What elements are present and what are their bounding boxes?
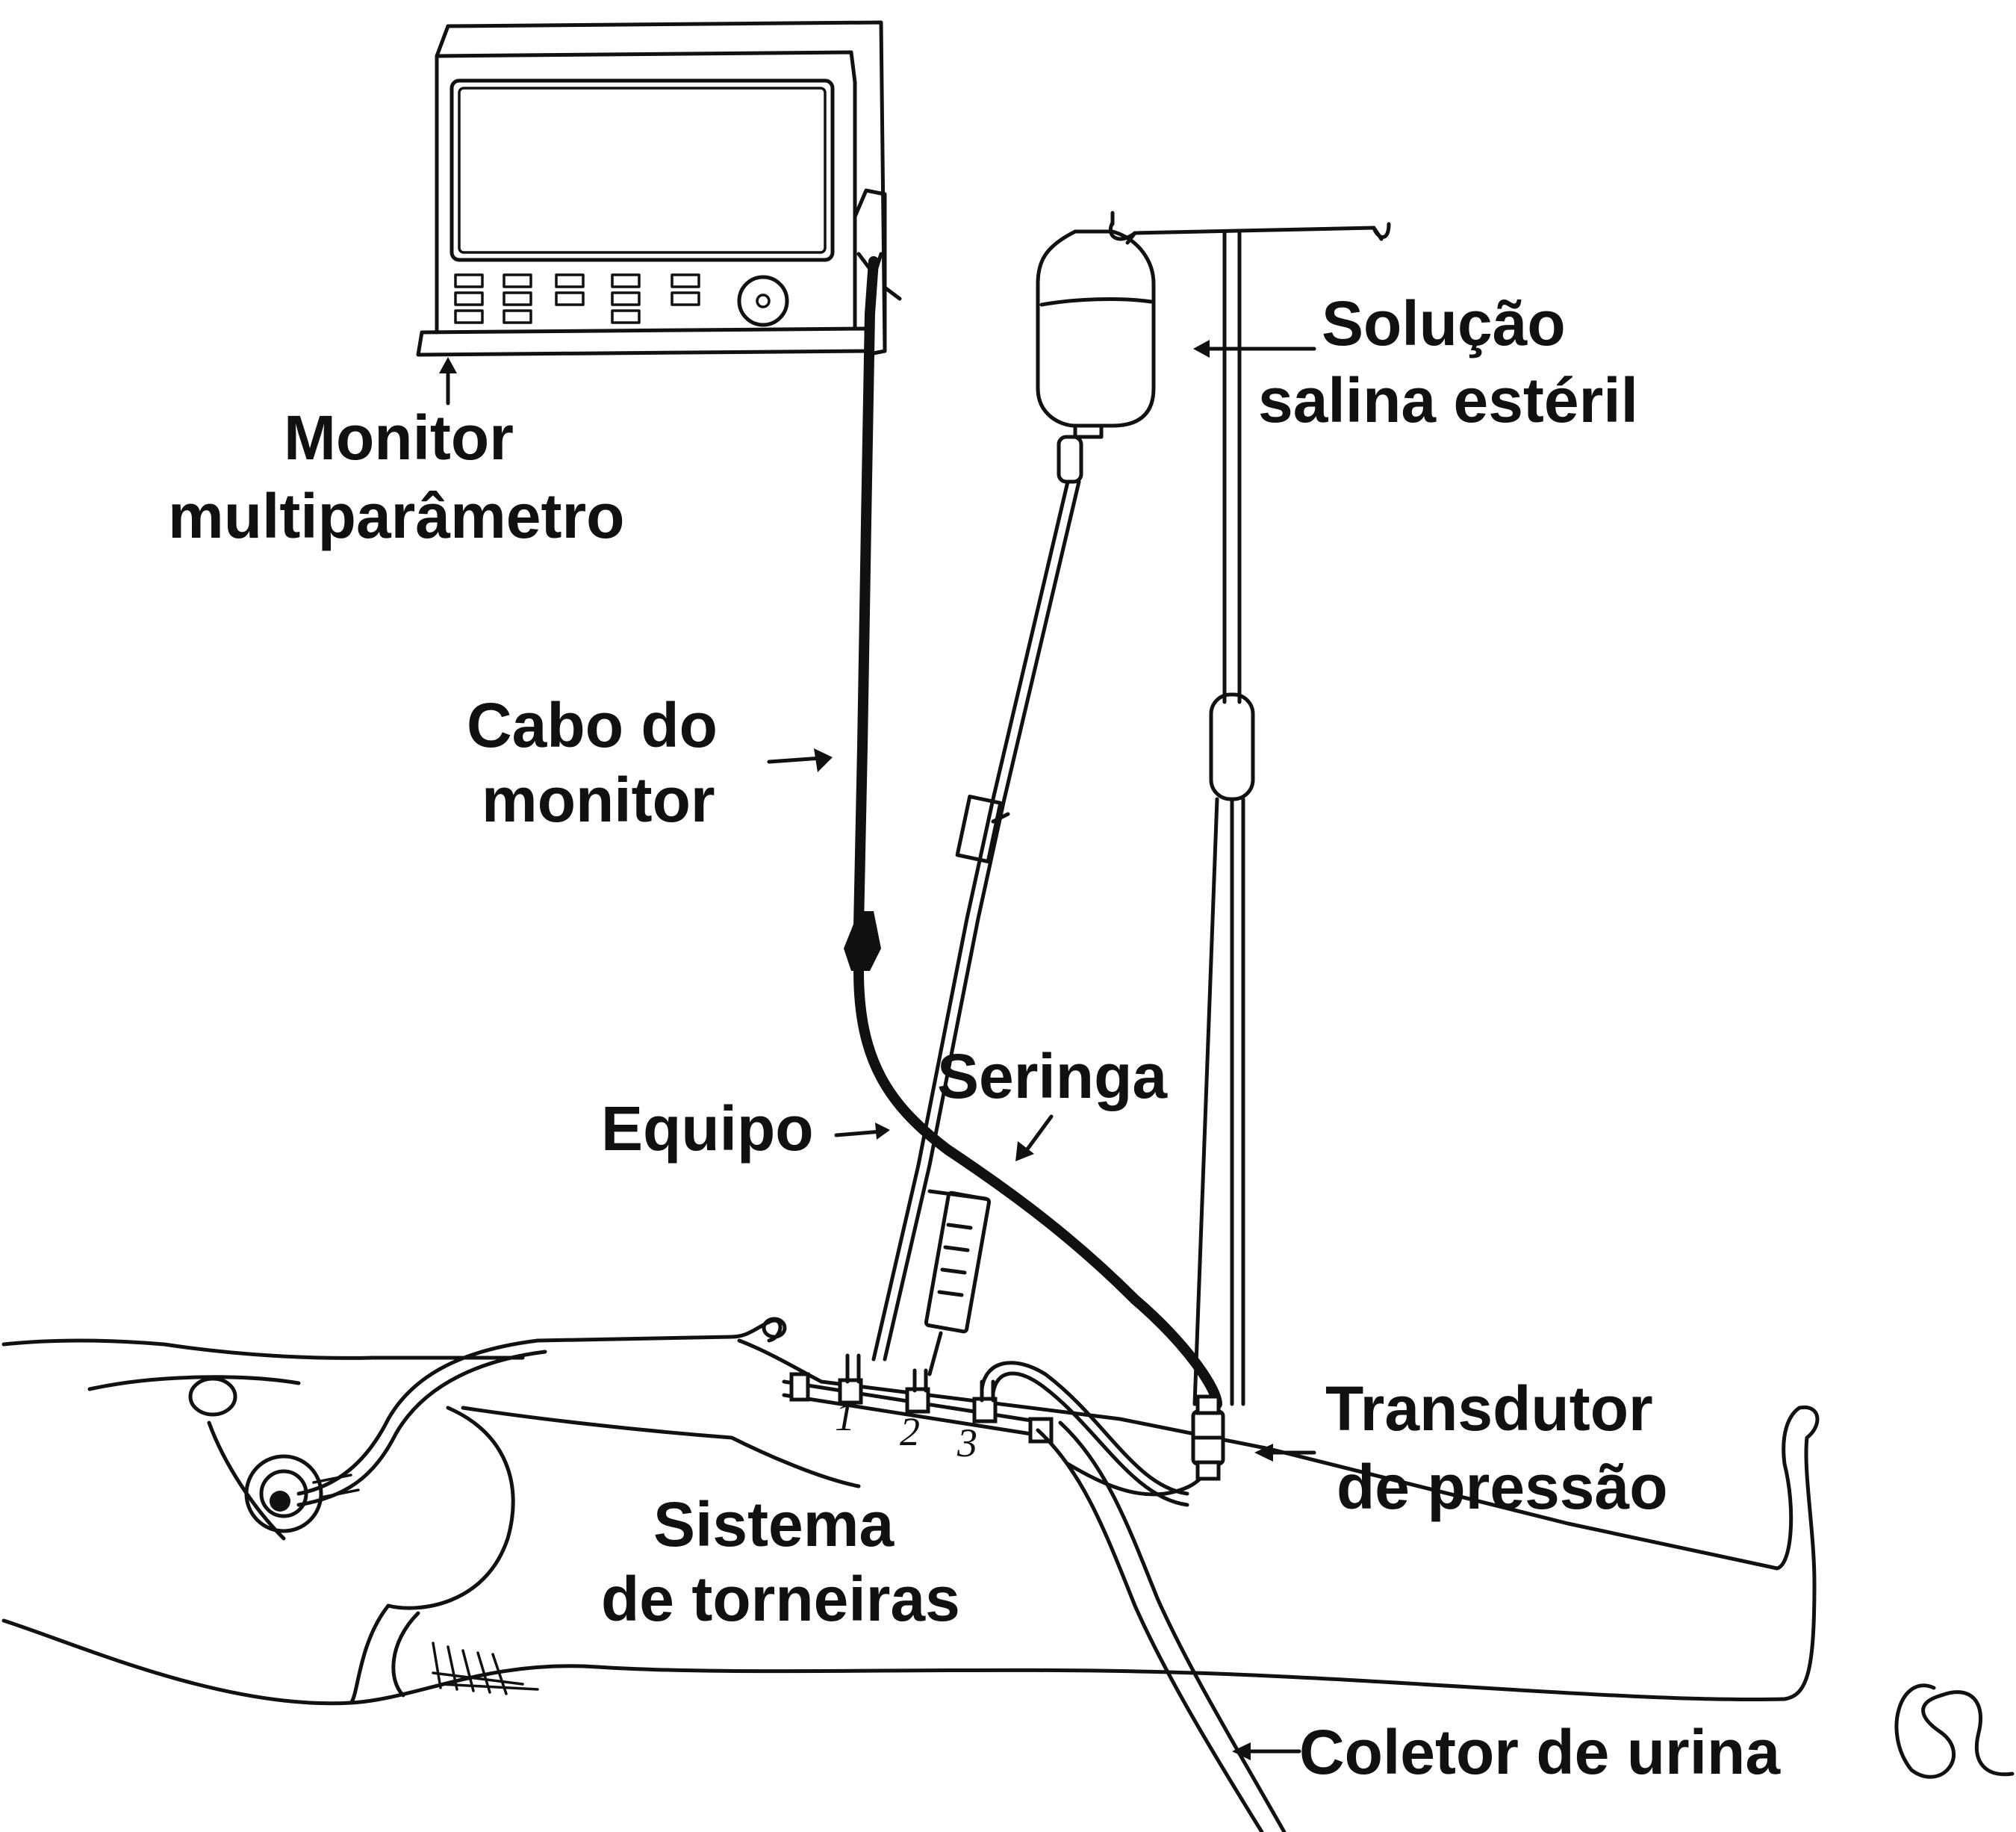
stopcock-1 <box>838 1378 863 1405</box>
label-monitor-line1: Monitor <box>284 403 514 473</box>
label-solution-line2: salina estéril <box>1258 365 1638 435</box>
monitor-illustration <box>416 20 887 357</box>
label-cable-line1: Cabo do <box>467 690 718 760</box>
pressure-line <box>980 1361 1189 1507</box>
saline-bag <box>1036 229 1156 484</box>
syringe-arrow <box>1024 1114 1054 1152</box>
monitor-buttons <box>454 273 700 324</box>
diagram-labels: Monitor multiparâmetro Solução salina es… <box>168 288 1781 1787</box>
stopcock-system: 1 2 3 <box>782 1353 1054 1465</box>
patient-head-detail <box>188 1317 787 1533</box>
infusion-set-tubing <box>871 479 1081 1361</box>
stopcock-3 <box>972 1397 998 1423</box>
pressure-transducer <box>1191 1394 1225 1481</box>
stopcock-number-1: 1 <box>835 1394 855 1439</box>
stopcock-2 <box>905 1387 930 1414</box>
label-urine-collector: Coletor de urina <box>1299 1717 1781 1787</box>
label-stopcocks-line1: Sistema <box>653 1489 895 1559</box>
cable-arrow <box>767 756 824 764</box>
label-arrows <box>439 340 1316 1760</box>
label-cable-line2: monitor <box>482 765 715 835</box>
label-solution-line1: Solução <box>1322 288 1566 358</box>
label-transducer-line2: de pressão <box>1337 1452 1668 1522</box>
monitor-knob <box>737 275 789 327</box>
monitor-cable <box>844 252 1222 1497</box>
infusion-set-arrow <box>834 1129 883 1137</box>
patient-body <box>1 1338 1820 1706</box>
label-infusion-set: Equipo <box>601 1093 814 1164</box>
label-syringe: Seringa <box>937 1041 1168 1111</box>
label-monitor-line2: multiparâmetro <box>168 481 624 551</box>
artist-signature <box>1894 1683 2015 1779</box>
syringe-illustration <box>924 1189 992 1376</box>
label-transducer-line1: Transdutor <box>1325 1373 1653 1444</box>
iv-pole <box>1108 211 1391 1406</box>
stopcock-number-3: 3 <box>956 1420 977 1465</box>
label-stopcocks-line2: de torneiras <box>601 1564 960 1634</box>
stopcock-number-2: 2 <box>900 1409 920 1454</box>
